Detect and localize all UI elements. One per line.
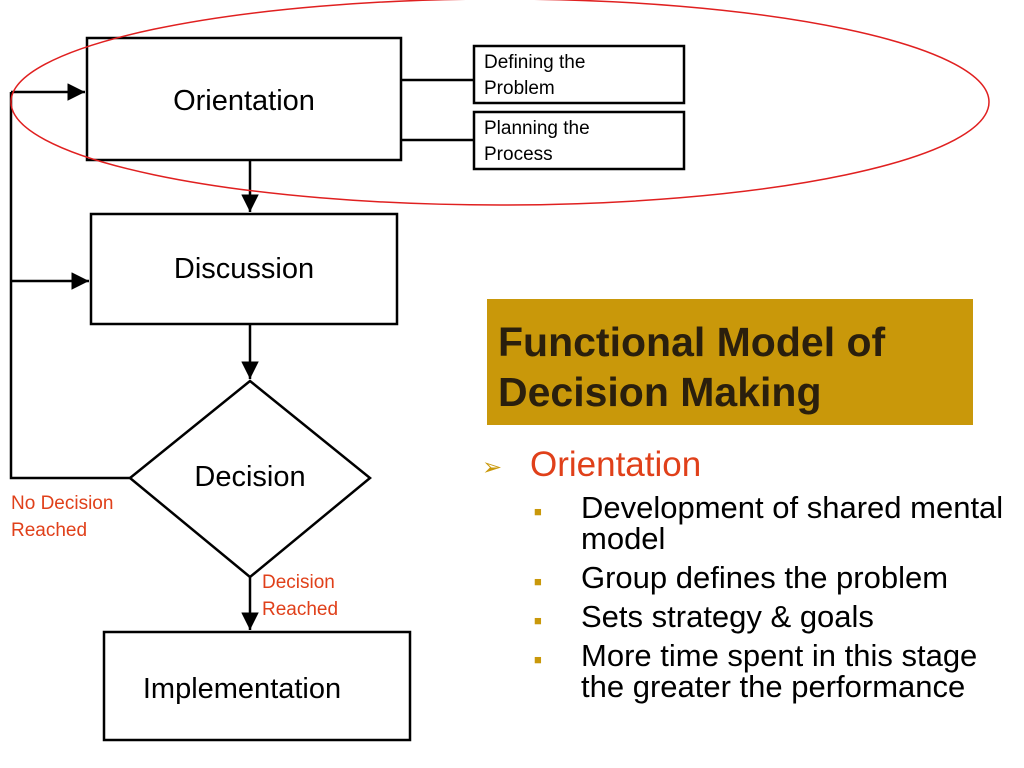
bullet-list: ➢ Orientation ■ Development of shared me… <box>478 446 1018 703</box>
title-block: Functional Model of Decision Making <box>487 299 973 425</box>
bullet-item-text: Sets strategy & goals <box>581 599 874 634</box>
implementation-box <box>102 630 412 742</box>
bullet-item: ■ Development of shared mental model <box>478 492 1011 554</box>
bullet-item-text: Group defines the problem <box>581 560 949 595</box>
discussion-box <box>89 212 399 326</box>
square-bullet-icon: ■ <box>534 574 542 589</box>
decision-label: Decision <box>194 461 306 493</box>
square-bullet-icon: ■ <box>534 652 542 667</box>
defining-problem-label: Defining the Problem <box>484 52 586 99</box>
bullet-item: ■ More time spent in this stage the grea… <box>478 640 1011 702</box>
bullet-heading: ➢ Orientation <box>478 446 1018 484</box>
implementation-label: Implementation <box>142 673 342 705</box>
orientation-highlight-ellipse <box>10 0 990 206</box>
discussion-label: Discussion <box>173 253 315 285</box>
bullet-item: ■ Sets strategy & goals <box>478 601 1011 632</box>
defining-problem-box <box>472 44 686 105</box>
planning-process-label: Planning the Process <box>484 118 590 165</box>
bullet-heading-text: Orientation <box>530 445 702 484</box>
decision-reached-label: Decision Reached <box>262 572 339 620</box>
square-bullet-icon: ■ <box>534 504 542 519</box>
bullet-item: ■ Group defines the problem <box>478 562 1011 593</box>
bullet-item-text: More time spent in this stage the greate… <box>581 638 978 704</box>
feedback-loop-line <box>9 92 130 480</box>
bullet-item-text: Development of shared mental model <box>581 490 1004 556</box>
orientation-box <box>85 36 403 162</box>
no-decision-label: No Decision Reached <box>11 493 114 541</box>
arrowhead-bullet-icon: ➢ <box>482 454 503 481</box>
orientation-label: Orientation <box>173 85 315 117</box>
square-bullet-icon: ■ <box>534 613 542 628</box>
planning-process-box <box>472 110 686 171</box>
slide-title: Functional Model of Decision Making <box>498 319 886 415</box>
